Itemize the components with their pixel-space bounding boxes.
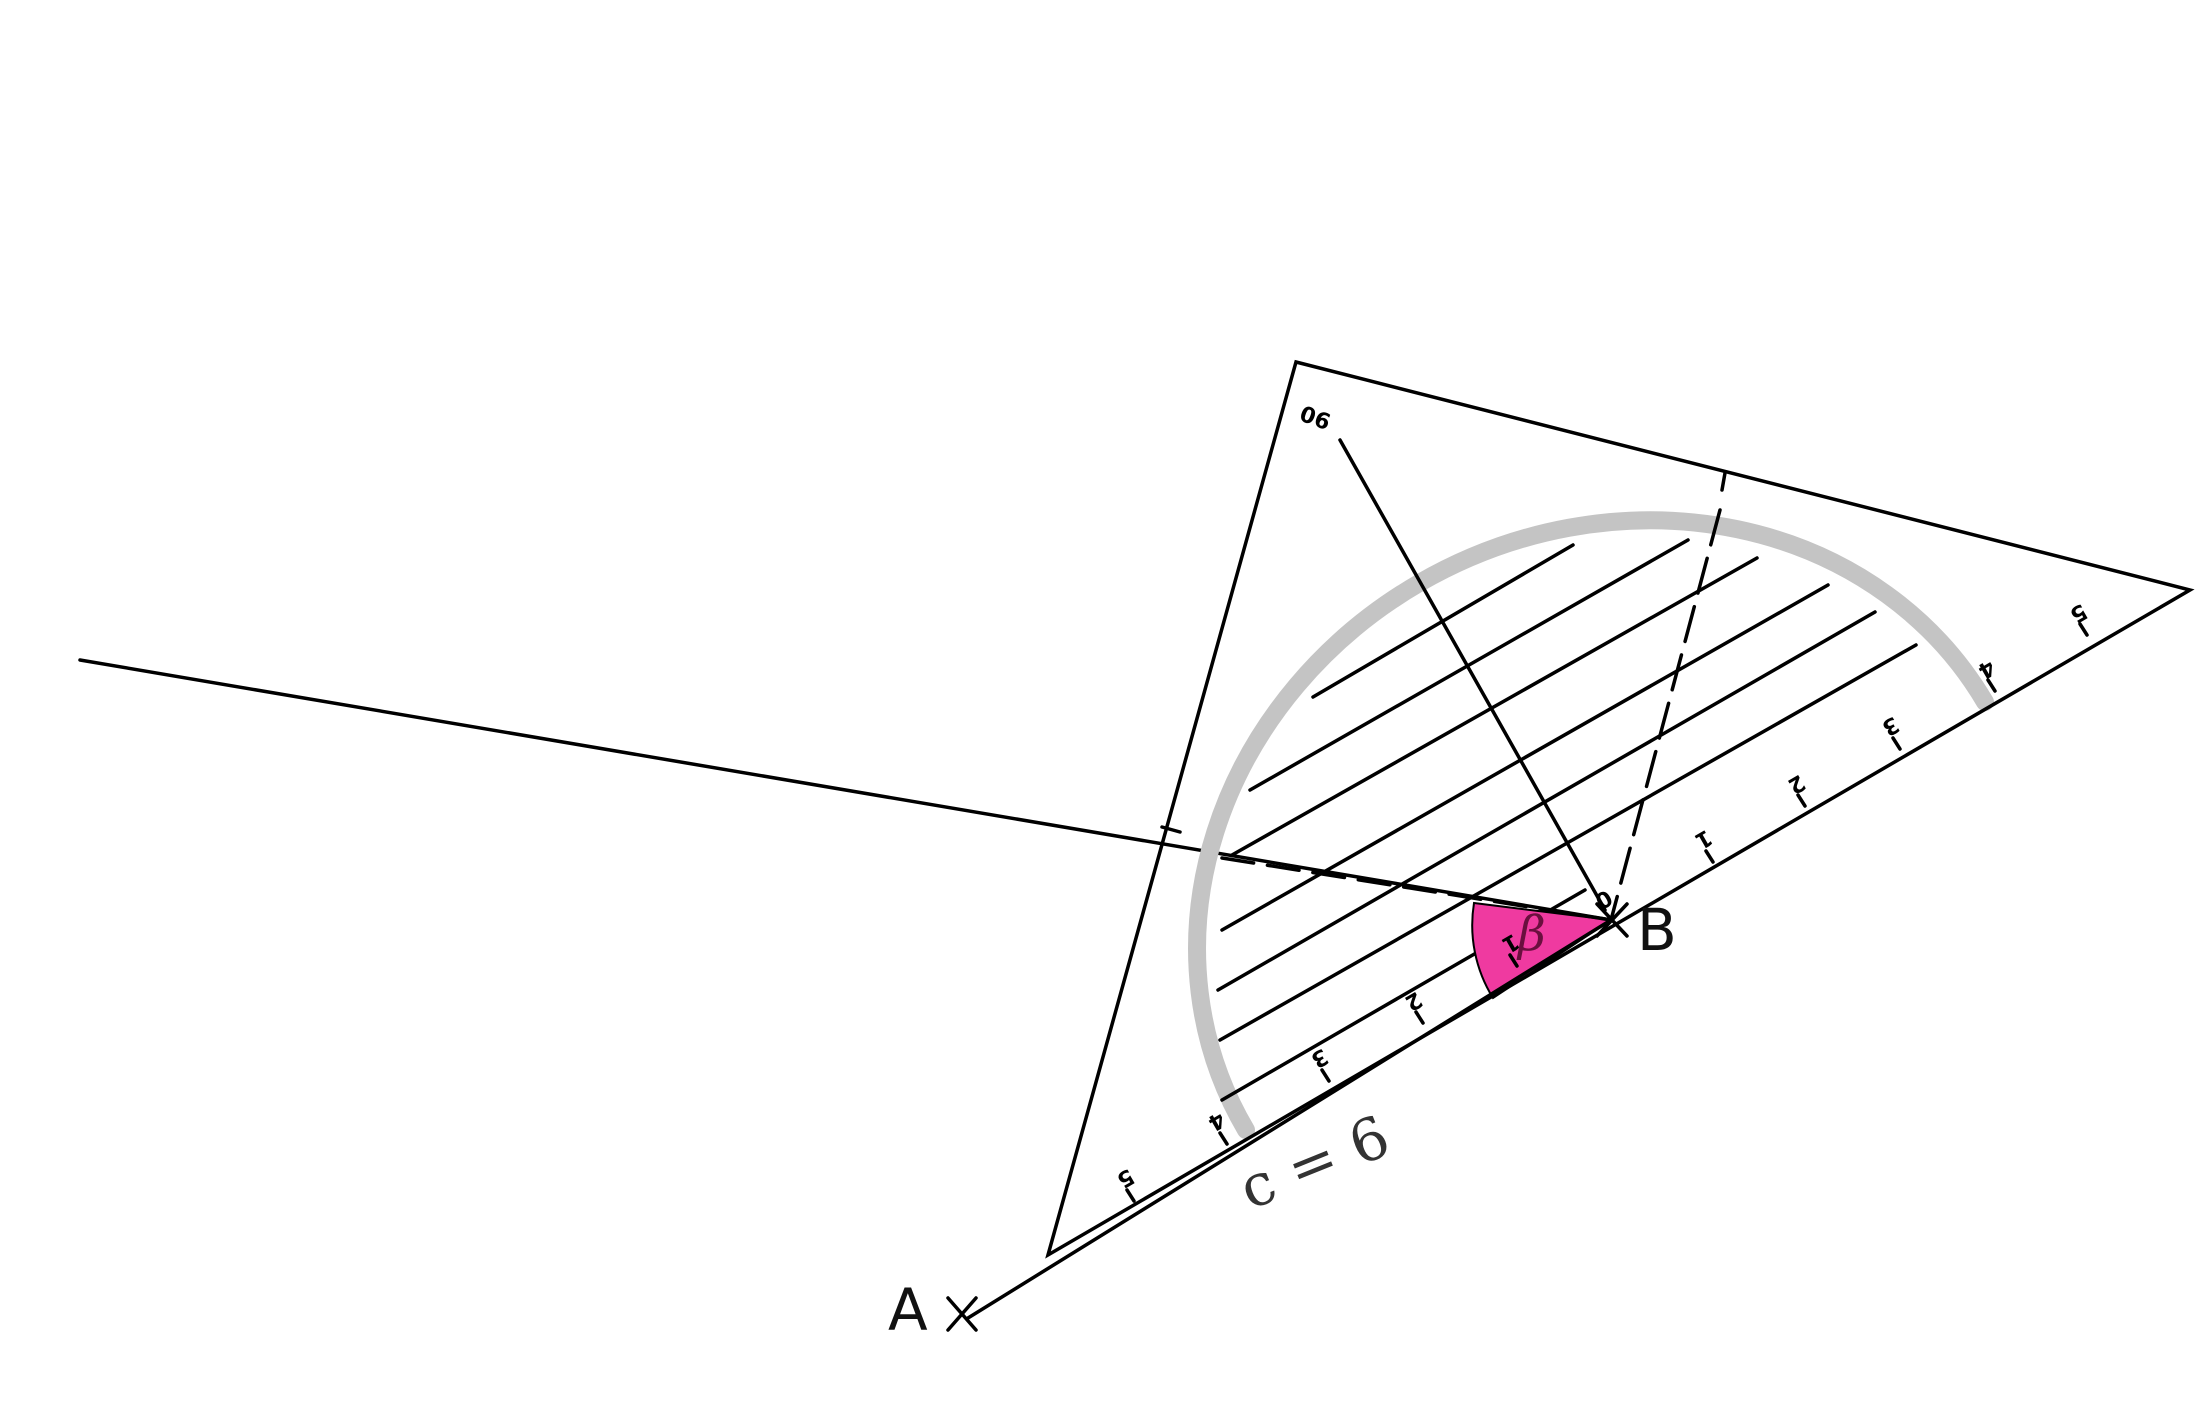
hatching (1216, 538, 1918, 1102)
ruler-number: 5 (1112, 1163, 1138, 1192)
side-c-label: c = 6 (1230, 1102, 1399, 1223)
ruler-number: 5 (2065, 598, 2091, 627)
ruler-number: 3 (1877, 711, 1903, 740)
point-b-label: B (1637, 896, 1677, 964)
set-square-mark-top (1720, 471, 1727, 492)
ruler-number: 2 (1400, 986, 1426, 1015)
side-c-line (966, 918, 1613, 1320)
angle-beta-label: β (1516, 906, 1546, 962)
ruler-number: 2 (1783, 769, 1809, 798)
point-b-marker (1595, 902, 1629, 938)
set-square-altitude (1338, 438, 1607, 912)
point-a-label: A (888, 1276, 928, 1344)
ruler-number: 1 (1690, 824, 1716, 853)
ruler-numbers: 5 4 3 2 1 0 1 2 3 4 5 (1112, 598, 2091, 1192)
dashed-line-steep (1609, 508, 1722, 922)
dashed-line-horizontal (1220, 856, 1613, 922)
construction-ray (78, 658, 1613, 922)
set-square (1045, 359, 2195, 1259)
protractor-arc (1188, 511, 1994, 1139)
set-square-mark-left (1160, 825, 1182, 834)
point-a-marker (946, 1296, 978, 1332)
set-square-label: 90 (1297, 399, 1334, 433)
ruler-ticks (1125, 622, 2089, 1203)
